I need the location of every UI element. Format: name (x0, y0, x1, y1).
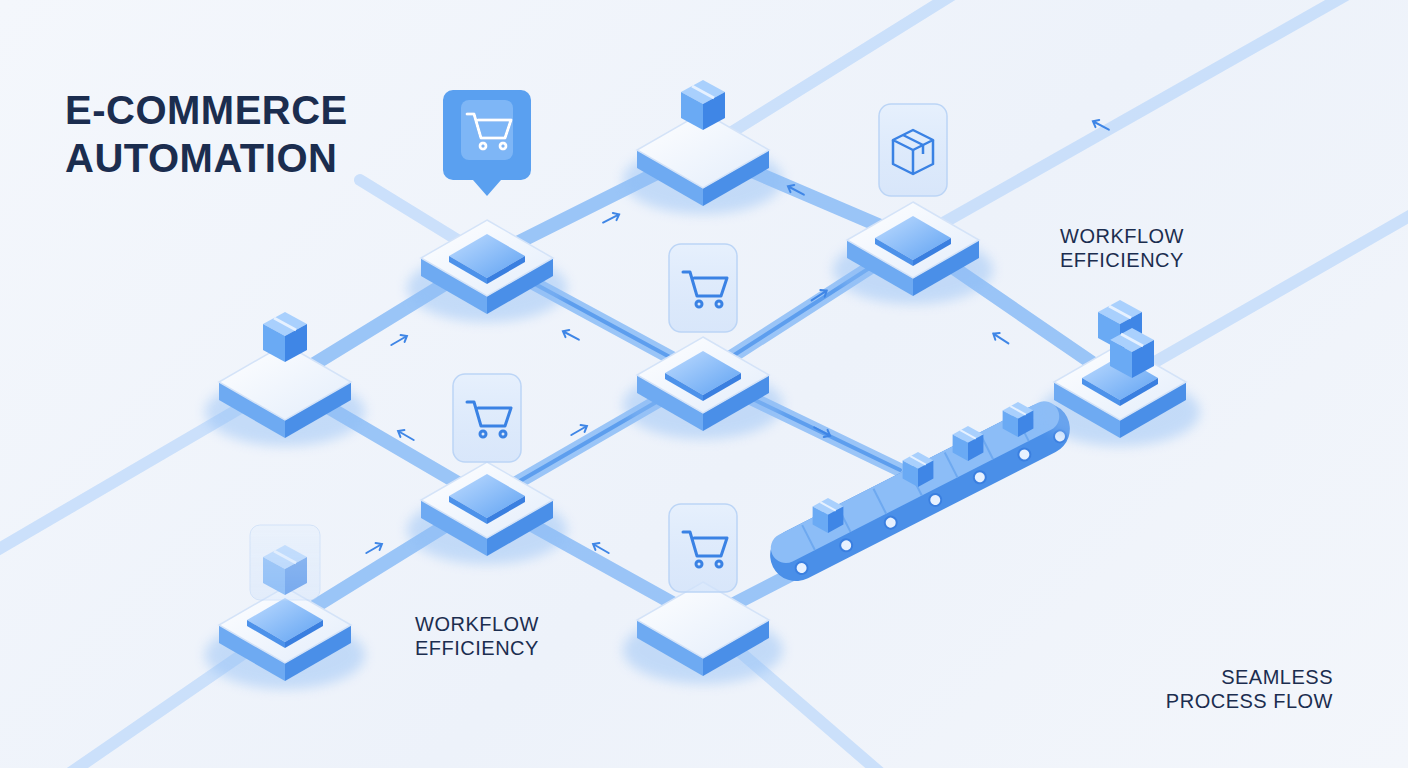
annotation-label: WORKFLOW EFFICIENCY (415, 612, 565, 660)
annotation-label: SEAMLESS PROCESS FLOW (1143, 665, 1333, 713)
diagram-title: E-COMMERCE AUTOMATION (65, 86, 395, 182)
annotation-label: WORKFLOW EFFICIENCY (1060, 224, 1210, 272)
